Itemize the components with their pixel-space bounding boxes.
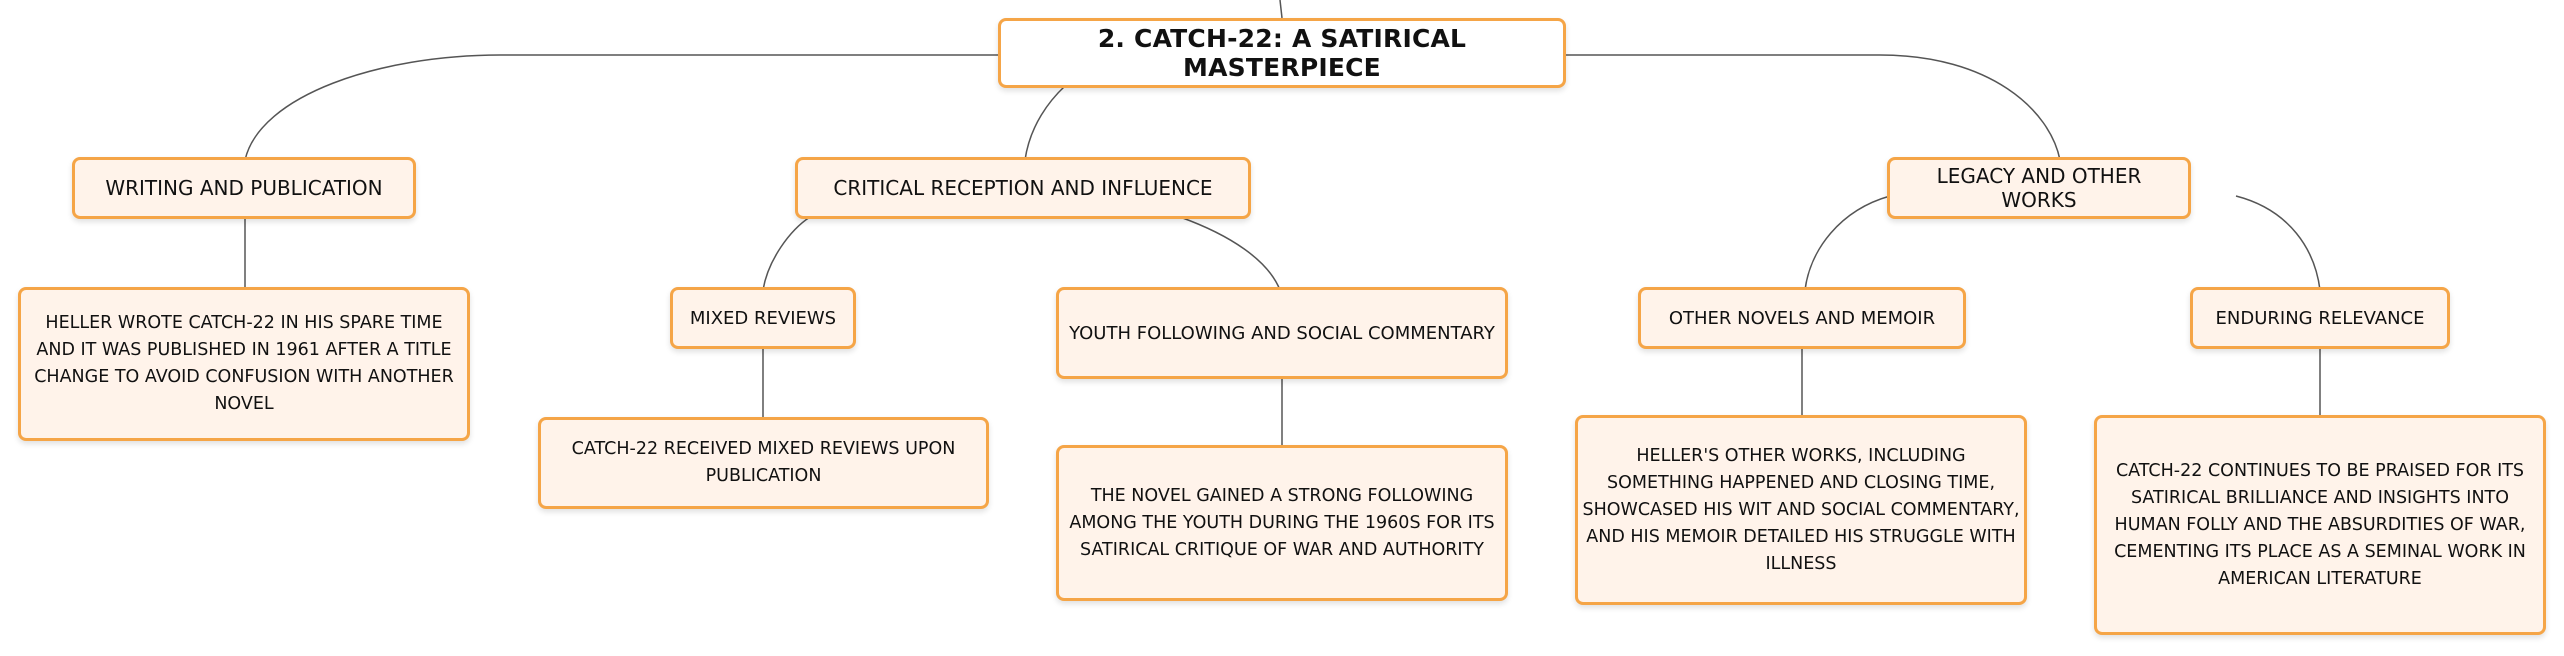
node-enduring-relevance[interactable]: ENDURING RELEVANCE: [2190, 287, 2450, 349]
detail-mixed-reviews[interactable]: CATCH-22 RECEIVED MIXED REVIEWS UPON PUB…: [538, 417, 989, 509]
detail-youth-following[interactable]: THE NOVEL GAINED A STRONG FOLLOWING AMON…: [1056, 445, 1508, 601]
connector-legacy-enduring: [2235, 195, 2321, 291]
node-label: CRITICAL RECEPTION AND INFLUENCE: [833, 176, 1213, 200]
node-label: WRITING AND PUBLICATION: [105, 176, 383, 200]
connector-root-legacy: [1565, 54, 2061, 161]
node-critical-reception[interactable]: CRITICAL RECEPTION AND INFLUENCE: [795, 157, 1251, 219]
root-title: 2. CATCH-22: A SATIRICAL MASTERPIECE: [1097, 24, 1467, 82]
node-label: YOUTH FOLLOWING AND SOCIAL COMMENTARY: [1069, 322, 1495, 344]
detail-text: HELLER WROTE CATCH-22 IN HIS SPARE TIME …: [34, 313, 454, 414]
detail-writing-publication[interactable]: HELLER WROTE CATCH-22 IN HIS SPARE TIME …: [18, 287, 470, 441]
node-label: OTHER NOVELS AND MEMOIR: [1668, 307, 1936, 329]
detail-enduring-relevance[interactable]: CATCH-22 CONTINUES TO BE PRAISED FOR ITS…: [2094, 415, 2546, 635]
node-mixed-reviews[interactable]: MIXED REVIEWS: [670, 287, 856, 349]
node-label: LEGACY AND OTHER WORKS: [1936, 164, 2142, 212]
connector-legacy-other: [1804, 195, 1891, 291]
node-writing-and-publication[interactable]: WRITING AND PUBLICATION: [72, 157, 416, 219]
connector-root-writing: [244, 54, 1000, 161]
node-youth-following[interactable]: YOUTH FOLLOWING AND SOCIAL COMMENTARY: [1056, 287, 1508, 379]
node-other-novels-memoir[interactable]: OTHER NOVELS AND MEMOIR: [1638, 287, 1966, 349]
detail-text: THE NOVEL GAINED A STRONG FOLLOWING AMON…: [1069, 485, 1495, 560]
connector-reception-youth: [1179, 216, 1281, 291]
detail-text: HELLER'S OTHER WORKS, INCLUDING SOMETHIN…: [1582, 445, 2020, 574]
detail-other-novels-memoir[interactable]: HELLER'S OTHER WORKS, INCLUDING SOMETHIN…: [1575, 415, 2027, 605]
connector-root-reception: [1024, 85, 1066, 161]
detail-text: CATCH-22 CONTINUES TO BE PRAISED FOR ITS…: [2114, 460, 2526, 589]
node-label: ENDURING RELEVANCE: [2215, 307, 2425, 329]
node-legacy-and-other-works[interactable]: LEGACY AND OTHER WORKS: [1887, 157, 2191, 219]
connector-reception-mixed: [762, 216, 811, 291]
root-node[interactable]: 2. CATCH-22: A SATIRICAL MASTERPIECE: [998, 18, 1566, 88]
connector-incoming-root: [1279, 0, 1283, 19]
detail-text: CATCH-22 RECEIVED MIXED REVIEWS UPON PUB…: [571, 439, 956, 486]
node-label: MIXED REVIEWS: [689, 307, 837, 329]
